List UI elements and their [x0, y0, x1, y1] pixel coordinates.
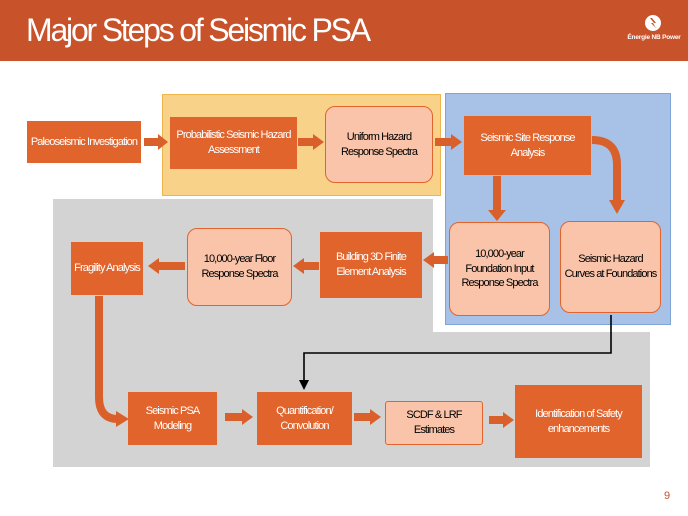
arrow-fe-to-floor [293, 258, 319, 274]
step-fragility-analysis: Fragility Analysis [71, 242, 143, 295]
step-floor-response-spectra: 10,000-year Floor Response Spectra [187, 228, 292, 306]
arrow-scdf-to-safety [489, 412, 514, 428]
arrow-quant-to-scdf [354, 409, 381, 425]
step-paleoseismic-investigation: Paleoseismic Investigation [27, 121, 141, 163]
step-foundation-input-response-spectra: 10,000-year Foundation Input Response Sp… [449, 222, 550, 316]
connector-hazard-to-quantification [299, 315, 612, 390]
arrow-psa-to-quant [225, 409, 253, 425]
step-seismic-psa-modeling: Seismic PSA Modeling [128, 392, 217, 445]
step-building-3d-finite-element-analysis: Building 3D Finite Element Analysis [320, 232, 422, 298]
step-seismic-site-response-analysis: Seismic Site Response Analysis [464, 116, 591, 175]
logo-text: Énergie NB Power [627, 34, 681, 41]
arrow-foundation-to-fe [423, 252, 448, 268]
arrow-site-to-hazard-curves [591, 136, 621, 200]
arrow-psha-to-uhrs [298, 134, 324, 150]
arrow-uhrs-to-site [435, 134, 462, 150]
step-seismic-hazard-curves: Seismic Hazard Curves at Foundations [560, 221, 661, 313]
step-identification-of-safety-enhancements: Identification of Safety enhancements [515, 385, 642, 458]
step-quantification-convolution: Quantification/ Convolution [257, 392, 352, 445]
step-uniform-hazard-response-spectra: Uniform Hazard Response Spectra [325, 106, 433, 183]
title-bar: Major Steps of Seismic PSA Énergie NB Po… [0, 0, 688, 61]
nb-power-logo: Énergie NB Power [627, 14, 681, 44]
nb-power-logo-icon [645, 15, 661, 31]
arrow-fragility-to-psa [95, 296, 119, 423]
arrow-site-to-foundation [488, 176, 506, 221]
step-probabilistic-seismic-hazard-assessment: Probabilistic Seismic Hazard Assessment [170, 117, 297, 169]
arrow-floor-to-fragility [148, 258, 185, 274]
step-scdf-lrf-estimates: SCDF & LRF Estimates [385, 401, 483, 445]
page-number: 9 [664, 490, 671, 502]
arrow-paleo-to-psha [144, 134, 168, 150]
page-title: Major Steps of Seismic PSA [26, 12, 371, 48]
